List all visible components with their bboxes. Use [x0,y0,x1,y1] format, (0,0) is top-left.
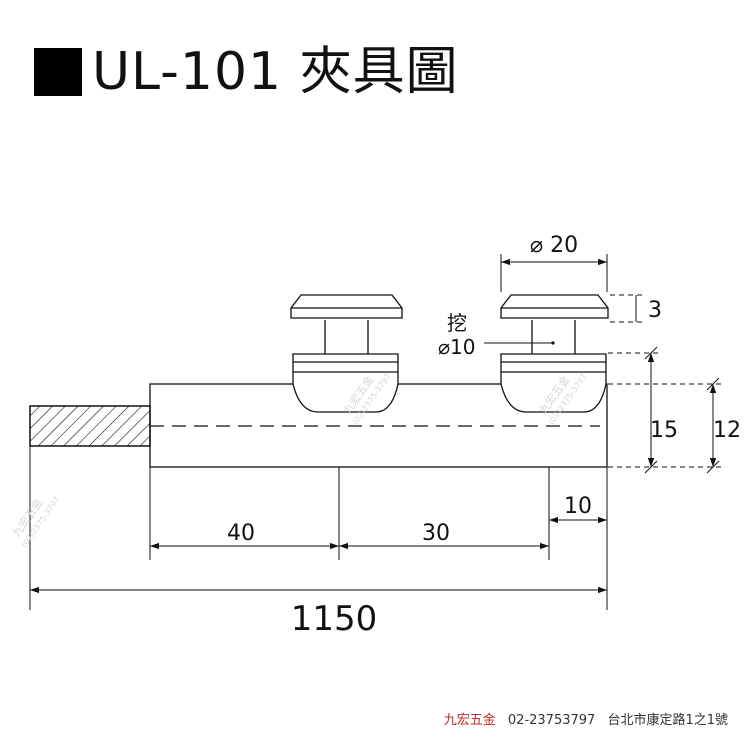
watermark-left: 九宏五金 (02)2375-3797 [9,495,62,549]
footer-address: 台北市康定路1之1號 [607,713,728,728]
footer: 九宏五金 02-23753797 台北市康定路1之1號 [444,709,728,728]
title-square-icon [34,48,82,96]
knob-right [500,294,609,413]
label-15: 15 [650,418,678,443]
label-diameter-20: ⌀ 20 [530,233,578,258]
hatched-rod [29,405,151,447]
label-10: 10 [564,494,592,519]
label-height-3: 3 [648,298,662,323]
label-12: 12 [713,418,741,443]
footer-phone: 02-23753797 [507,713,596,728]
page-title: UL-101 夾具圖 [34,46,459,98]
knob-left [290,294,403,413]
footer-brand: 九宏五金 [443,713,496,728]
label-1150: 1150 [291,599,378,639]
hole-marker-dot [551,341,555,345]
label-30: 30 [422,521,450,546]
label-hole-note: 挖 [447,311,467,335]
label-40: 40 [227,521,255,546]
label-hole-diameter: ⌀10 [438,335,476,359]
title-text: UL-101 夾具圖 [92,42,459,102]
